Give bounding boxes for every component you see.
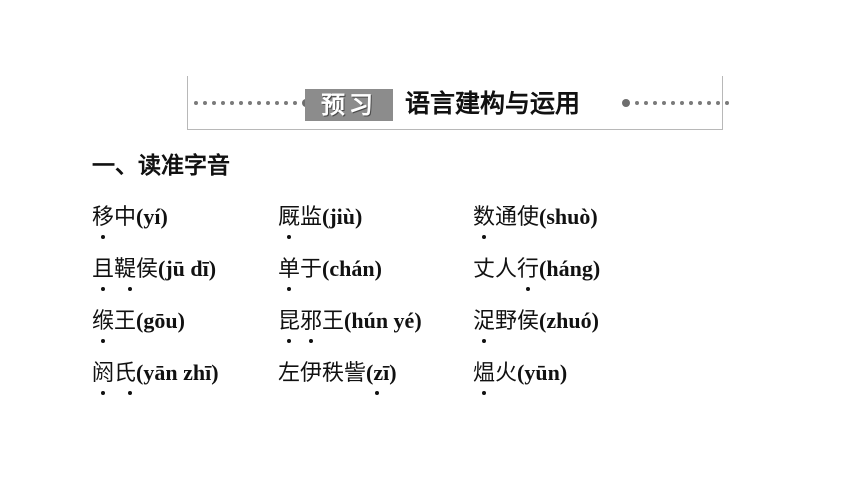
pinyin: (zī) [366, 360, 397, 385]
pinyin: (yūn) [517, 360, 568, 385]
list-item: 昆邪王(hún yé) [278, 305, 422, 345]
list-row: 移中(yí) 厩监(jiù) 数通使(shuò) [92, 201, 732, 253]
pinyin: (hún yé) [344, 308, 422, 333]
word: 缑王 [92, 309, 137, 334]
list-item: 丈人行(háng) [473, 253, 600, 293]
emphasis-dot [482, 391, 486, 395]
word: 厩监 [278, 205, 323, 230]
word: 浞野侯 [473, 309, 540, 334]
list-item: 阏氏(yān zhī) [92, 357, 219, 397]
list-row: 且鞮侯(jū dī) 单于(chán) 丈人行(háng) [92, 253, 732, 305]
preview-badge: 预习 [305, 89, 393, 121]
emphasis-dot [287, 235, 291, 239]
list-item: 数通使(shuò) [473, 201, 598, 241]
word: 丈人行 [473, 257, 540, 282]
word: 昆邪王 [278, 309, 345, 334]
emphasis-dot [101, 339, 105, 343]
emphasis-dot [101, 391, 105, 395]
emphasis-dot [101, 235, 105, 239]
emphasis-dot [128, 391, 132, 395]
section-banner: 预习 语言建构与运用 [187, 76, 729, 130]
list-item: 浞野侯(zhuó) [473, 305, 599, 345]
pinyin: (gōu) [136, 308, 185, 333]
word: 左伊秩訾 [278, 361, 367, 386]
emphasis-dot [309, 339, 313, 343]
emphasis-dot [482, 235, 486, 239]
pronunciation-list: 移中(yí) 厩监(jiù) 数通使(shuò) 且鞮侯(jū dī) 单于(c… [92, 201, 732, 409]
pinyin: (yí) [136, 204, 168, 229]
list-item: 且鞮侯(jū dī) [92, 253, 216, 293]
pinyin: (shuò) [539, 204, 598, 229]
emphasis-dot [287, 339, 291, 343]
pinyin: (yān zhī) [136, 360, 219, 385]
emphasis-dot [375, 391, 379, 395]
list-item: 缑王(gōu) [92, 305, 185, 345]
word: 移中 [92, 205, 137, 230]
word: 且鞮侯 [92, 257, 159, 282]
dotted-divider-right [622, 99, 729, 107]
list-item: 煴火(yūn) [473, 357, 567, 397]
pinyin: (háng) [539, 256, 601, 281]
section-heading: 一、读准字音 [92, 153, 230, 179]
list-row: 阏氏(yān zhī) 左伊秩訾(zī) 煴火(yūn) [92, 357, 732, 409]
dotted-divider-left [194, 99, 310, 107]
word: 单于 [278, 257, 323, 282]
list-item: 单于(chán) [278, 253, 382, 293]
emphasis-dot [482, 339, 486, 343]
emphasis-dot [101, 287, 105, 291]
emphasis-dot [526, 287, 530, 291]
pinyin: (chán) [322, 256, 382, 281]
banner-title: 语言建构与运用 [405, 89, 581, 118]
list-row: 缑王(gōu) 昆邪王(hún yé) 浞野侯(zhuó) [92, 305, 732, 357]
list-item: 移中(yí) [92, 201, 168, 241]
pinyin: (jiù) [322, 204, 363, 229]
word: 数通使 [473, 205, 540, 230]
pinyin: (jū dī) [158, 256, 217, 281]
emphasis-dot [287, 287, 291, 291]
list-item: 左伊秩訾(zī) [278, 357, 397, 397]
pinyin: (zhuó) [539, 308, 599, 333]
word: 阏氏 [92, 361, 137, 386]
emphasis-dot [128, 287, 132, 291]
list-item: 厩监(jiù) [278, 201, 362, 241]
word: 煴火 [473, 361, 518, 386]
